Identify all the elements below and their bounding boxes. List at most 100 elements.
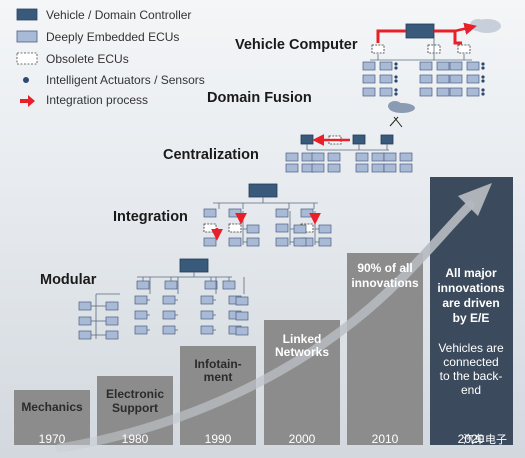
actuator-dot (481, 79, 485, 83)
wireless-link (393, 116, 403, 128)
ecu-box (327, 163, 341, 173)
centralization-controller (300, 134, 314, 145)
ecu-box (275, 223, 289, 233)
bar-label-2020-line3: are driven (442, 296, 499, 310)
ecu-box (105, 301, 119, 311)
bar-label-2020-line1: All major (445, 266, 497, 280)
actuator-dot (394, 88, 398, 92)
integration-controller (248, 183, 278, 198)
ecu-box (228, 237, 242, 247)
ecu-box (105, 330, 119, 340)
legend: Vehicle / Domain Controller Deeply Embed… (16, 8, 205, 107)
year-labels: 1970 1980 1990 2000 2010 2020 汽车电子 (39, 432, 507, 446)
ecu-box (300, 208, 314, 218)
actuator-dot (481, 62, 485, 66)
ecu-box (466, 74, 480, 84)
ecu-box (449, 74, 463, 84)
ecu-box (379, 87, 393, 97)
ecu-box (275, 208, 289, 218)
bar-2010 (347, 253, 423, 445)
bar-label-1990-line1: Infotain- (194, 357, 241, 371)
bar-label-2020-line6: Vehicles are (438, 341, 504, 355)
cloud-icon (470, 19, 486, 31)
ecu-box (203, 237, 217, 247)
ecu-box (78, 316, 92, 326)
ecu-box (399, 152, 413, 162)
bar-label-2020-line7: connected (443, 355, 498, 369)
bar-label-2010-line1: 90% of all (357, 261, 412, 275)
ecu-box (204, 280, 218, 290)
actuator-dot (394, 62, 398, 66)
level-titles: Vehicle Computer Domain Fusion Centraliz… (40, 37, 358, 288)
ecu-box (78, 301, 92, 311)
actuator-legend-icon (23, 77, 29, 83)
year-1980: 1980 (122, 432, 149, 446)
ecu-box (318, 237, 332, 247)
ecu-box (436, 87, 450, 97)
ecu-box (318, 224, 332, 234)
ecu-box (355, 163, 369, 173)
ecu-box (235, 296, 249, 306)
ecu-box (379, 61, 393, 71)
actuator-dot (481, 88, 485, 92)
bar-label-1980-line2: Support (112, 401, 158, 415)
ecu-box (449, 87, 463, 97)
timeline-bars (14, 177, 513, 445)
bar-label-2000-line2: Networks (275, 345, 329, 359)
ecu-box (311, 163, 325, 173)
ecu-box (285, 152, 299, 162)
ecu-box (362, 74, 376, 84)
ecu-box (419, 61, 433, 71)
ecu-box (162, 310, 176, 320)
level-centralization: Centralization (163, 147, 259, 163)
ecu-box (379, 74, 393, 84)
bar-label-2020-line4: by E/E (453, 311, 490, 325)
obsolete-ecu-box (457, 44, 471, 54)
level-modular: Modular (40, 272, 97, 288)
bar-label-1980-line1: Electronic (106, 387, 164, 401)
obsolete-ecu-legend-icon (16, 52, 38, 65)
ecu-box (246, 224, 260, 234)
actuator-dot (394, 92, 398, 96)
wireless-link (389, 116, 399, 127)
legend-ecu-label: Deeply Embedded ECUs (46, 30, 179, 44)
ecu-box (362, 87, 376, 97)
level-integration: Integration (113, 209, 188, 225)
actuator-dot (394, 75, 398, 79)
vehicle-computer-box (405, 23, 435, 39)
ecu-box (371, 163, 385, 173)
ecu-box (222, 280, 236, 290)
ecu-box (399, 163, 413, 173)
integration-arrow (454, 22, 477, 35)
actuator-dot (481, 75, 485, 79)
bar-labels: Mechanics Electronic Support Infotain- m… (21, 261, 505, 415)
level-vehicle-computer: Vehicle Computer (235, 37, 358, 53)
modular-controller (179, 258, 209, 273)
ecu-box (436, 74, 450, 84)
ecu-box (419, 87, 433, 97)
watermark-text: 汽车电子 (463, 432, 507, 446)
ecu-box (134, 295, 148, 305)
legend-integration-label: Integration process (46, 93, 148, 107)
ecu-box (136, 280, 150, 290)
bar-label-2000-line1: Linked (283, 332, 322, 346)
bar-label-2010-line2: innovations (351, 276, 419, 290)
ecu-box (164, 280, 178, 290)
ecu-box (105, 316, 119, 326)
ecu-box (293, 224, 307, 234)
ecu-legend-icon (16, 30, 38, 43)
ecu-box (78, 330, 92, 340)
bar-1970 (14, 390, 90, 445)
ecu-box (235, 326, 249, 336)
ecu-box (162, 295, 176, 305)
ecu-box (355, 152, 369, 162)
bar-label-1970: Mechanics (21, 400, 83, 414)
ecu-box (200, 295, 214, 305)
level-domain-fusion: Domain Fusion (207, 90, 312, 106)
obsolete-ecu-box (371, 44, 385, 54)
year-1990: 1990 (205, 432, 232, 446)
actuator-dot (394, 79, 398, 83)
centralization-controller (380, 134, 394, 145)
ecu-box (311, 152, 325, 162)
